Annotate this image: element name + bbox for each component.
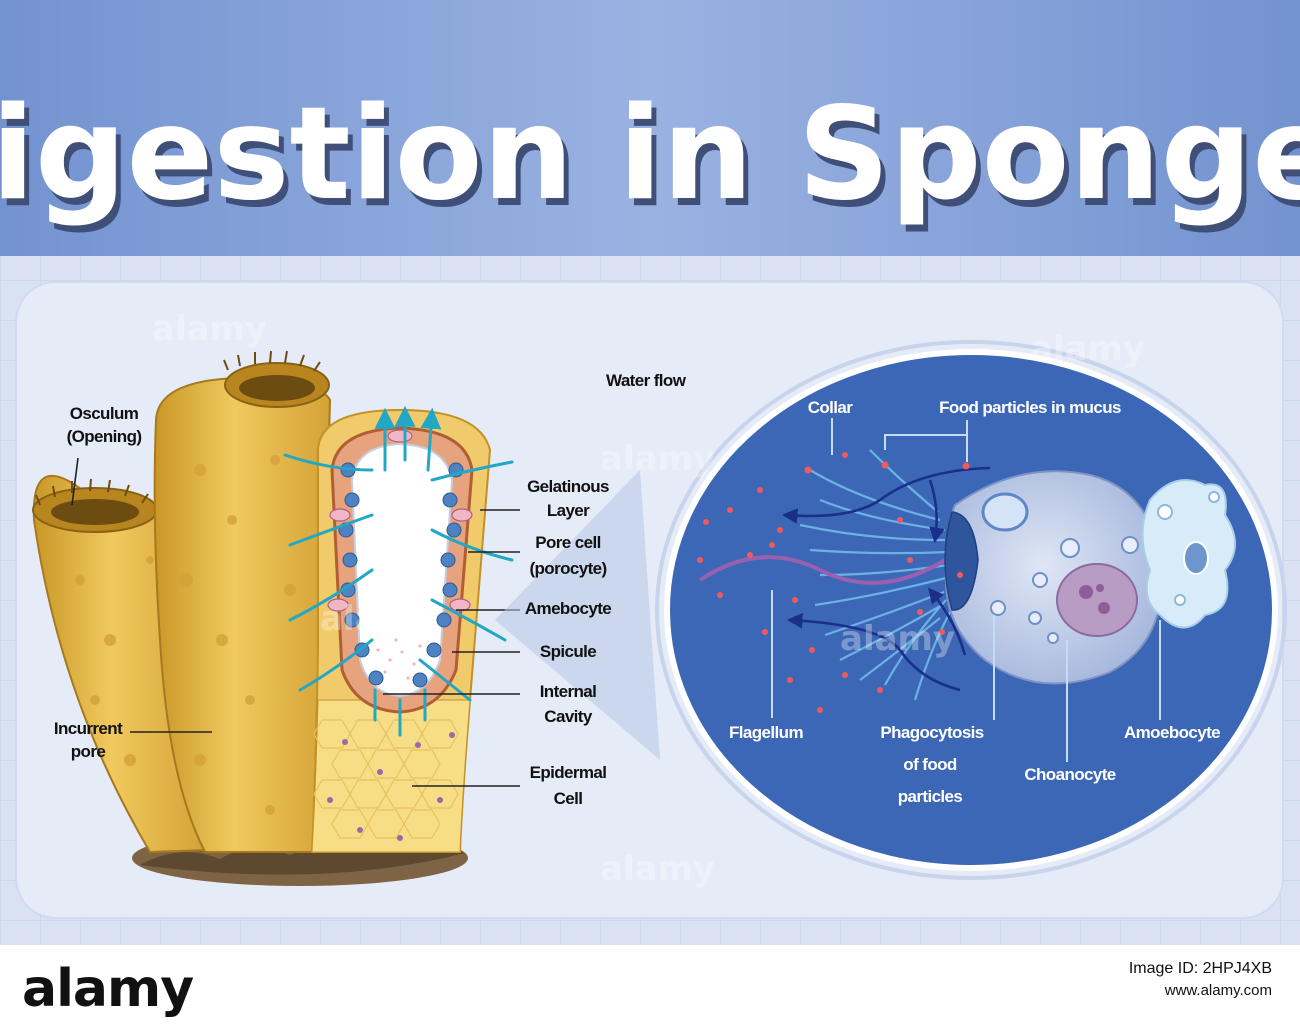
- watermark-1: alamy: [152, 309, 267, 349]
- nucleus: [1056, 563, 1138, 637]
- label-internal-cavity-sub: Cavity: [544, 707, 593, 726]
- page-title-front: Digestion in Sponges: [0, 80, 1300, 229]
- label-epidermal-cell: Epidermal: [530, 763, 607, 782]
- label-phagocytosis-sub1: of food: [903, 755, 957, 774]
- label-choanocyte: Choanocyte: [1024, 765, 1115, 784]
- footer-url: www.alamy.com: [1164, 982, 1272, 1000]
- watermark-3: alamy: [1030, 329, 1145, 369]
- footer-bar: alamy Image ID: 2HPJ4XB www.alamy.com: [0, 945, 1300, 1033]
- sponge-callout-lines: [71, 457, 520, 787]
- watermark-6: alamy: [600, 849, 715, 889]
- choanocyte-closeup: Collar Food particles in mucus Flagellum…: [655, 340, 1287, 880]
- label-phagocytosis: Phagocytosis: [880, 723, 983, 742]
- label-incurrent-pore-sub: pore: [71, 742, 106, 761]
- label-gelatinous-layer: Gelatinous: [527, 477, 609, 496]
- watermarks: alamy alamy alamy alamy alamy alamy: [152, 309, 1145, 889]
- watermark-2: alamy: [600, 439, 715, 479]
- label-osculum-sub: (Opening): [67, 427, 142, 446]
- label-flagellum: Flagellum: [729, 723, 803, 742]
- main-illustration: Digestion in Sponges Digestion in Sponge…: [0, 0, 1300, 945]
- label-food-particles: Food particles in mucus: [939, 398, 1121, 417]
- zoom-projection: [495, 470, 660, 760]
- footer-meta: Image ID: 2HPJ4XB www.alamy.com: [1129, 957, 1272, 1002]
- sponge-labels: Osculum (Opening) Incurrent pore Water f…: [54, 371, 687, 808]
- label-pore-cell: Pore cell: [535, 533, 600, 552]
- label-incurrent-pore: Incurrent: [54, 719, 123, 738]
- title-banner: [0, 0, 1300, 256]
- watermark-4: alamy: [320, 599, 435, 639]
- image-id: Image ID: 2HPJ4XB: [1128, 960, 1272, 977]
- label-pore-cell-sub: (porocyte): [529, 559, 606, 578]
- label-water-flow: Water flow: [606, 371, 687, 390]
- label-gelatinous-layer-sub: Layer: [547, 501, 590, 520]
- flagellum: [698, 555, 947, 585]
- footer-logo: alamy: [22, 959, 194, 1019]
- label-internal-cavity: Internal: [540, 682, 597, 701]
- label-amebocyte: Amebocyte: [525, 599, 611, 618]
- label-phagocytosis-sub2: particles: [898, 787, 963, 806]
- label-osculum: Osculum: [70, 404, 139, 423]
- label-collar: Collar: [808, 398, 854, 417]
- label-epidermal-cell-sub: Cell: [554, 789, 583, 808]
- label-spicule: Spicule: [540, 642, 596, 661]
- collar-cap: [944, 511, 979, 611]
- cell-callout-lines: [771, 418, 1161, 762]
- page-title: Digestion in Sponges: [0, 87, 1300, 236]
- label-amoebocyte: Amoebocyte: [1124, 723, 1220, 742]
- internal-cavity: [350, 442, 454, 698]
- sponge-illustration: [32, 350, 514, 886]
- watermark-5: alamy: [840, 619, 955, 659]
